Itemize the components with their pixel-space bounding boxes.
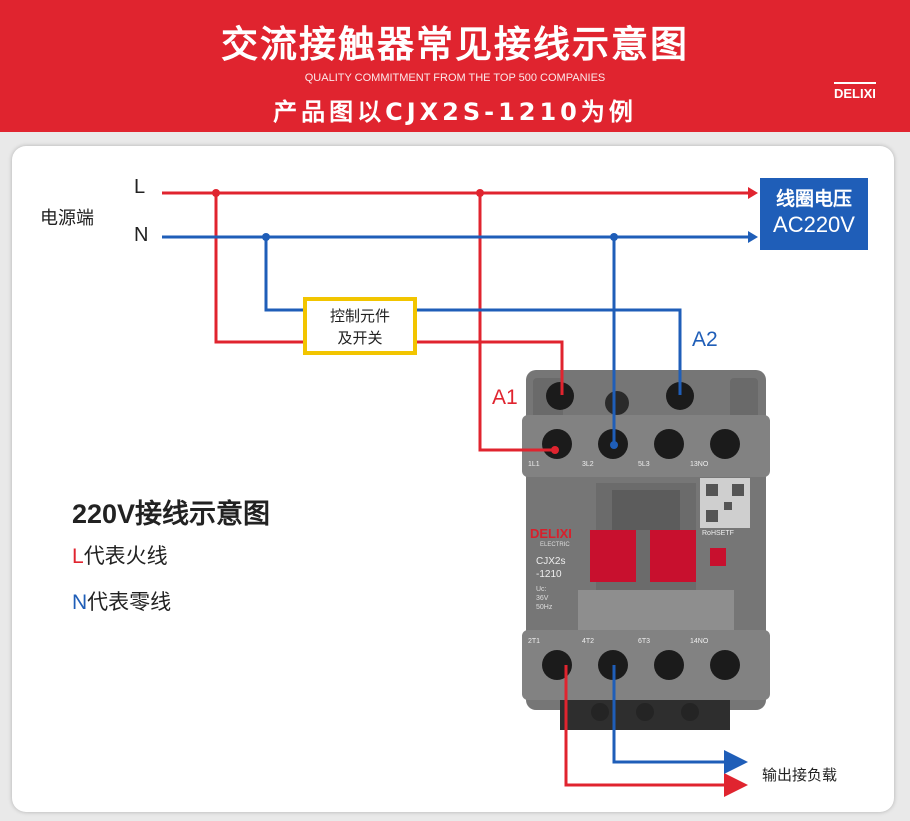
coil-voltage-value: AC220V xyxy=(773,212,855,237)
terminal-a1-label: A1 xyxy=(492,386,518,409)
line-l-label: L xyxy=(134,176,146,198)
terminal-a2-label: A2 xyxy=(692,328,718,351)
coil-voltage-box xyxy=(760,178,868,250)
terminal-label-1l1: 1L1 xyxy=(528,461,540,468)
contactor-rating-2: 36V xyxy=(536,595,549,602)
control-switch-line1: 控制元件 xyxy=(329,308,390,325)
contactor-model-2: -1210 xyxy=(536,569,562,580)
terminal-label-4t2: 4T2 xyxy=(582,638,595,645)
legend-n-text: 代表零线 xyxy=(87,591,172,614)
terminal-1l1 xyxy=(542,429,572,459)
page-subtitle: QUALITY COMMITMENT FROM THE TOP 500 COMP… xyxy=(304,72,606,84)
red-indicator-left xyxy=(590,530,636,582)
terminal-14no xyxy=(710,650,740,680)
contactor-rating-3: 50Hz xyxy=(536,604,553,611)
terminal-label-3l2: 3L2 xyxy=(582,461,594,468)
terminal-label-2t1: 2T1 xyxy=(528,638,541,645)
blue-wires xyxy=(162,235,748,774)
legend-l-text: 代表火线 xyxy=(83,545,168,568)
red-indicator-right xyxy=(650,530,696,582)
screw-a2 xyxy=(666,382,694,410)
terminal-label-5l3: 5L3 xyxy=(638,461,650,468)
terminal-label-14no: 14NO xyxy=(690,638,709,645)
source-label: 电源端 xyxy=(40,208,94,228)
terminal-label-6t3: 6T3 xyxy=(638,638,651,645)
screw-a1 xyxy=(546,382,574,410)
page-title: 交流接触器常见接线示意图 xyxy=(221,23,689,66)
control-switch-line2: 及开关 xyxy=(337,330,383,347)
contactor-model-1: CJX2s xyxy=(536,556,566,567)
legend-l-letter: L xyxy=(72,545,84,568)
red-wires xyxy=(162,191,748,797)
terminal-6t3 xyxy=(654,650,684,680)
contactor-body xyxy=(522,370,770,730)
contactor-rating-1: Uc: xyxy=(536,586,547,593)
legend-l-row: L代表火线 xyxy=(72,540,168,570)
legend-title: 220V接线示意图 xyxy=(72,499,271,529)
contactor-qr-text: RoHSETF xyxy=(702,530,734,537)
terminal-13no xyxy=(710,429,740,459)
contactor-brand: DELIXI xyxy=(530,526,572,541)
terminal-5l3 xyxy=(654,429,684,459)
contactor-brand-sub: ELECTRIC xyxy=(540,542,570,548)
output-load-label: 输出接负载 xyxy=(762,767,838,784)
header-banner: 交流接触器常见接线示意图 QUALITY COMMITMENT FROM THE… xyxy=(0,0,910,132)
legend-n-row: N代表零线 xyxy=(72,586,171,616)
line-n-label: N xyxy=(134,224,149,246)
terminal-label-13no: 13NO xyxy=(690,461,709,468)
control-switch-box xyxy=(303,297,417,355)
brand-logo: DELIXI xyxy=(834,82,876,101)
legend-n-letter: N xyxy=(72,591,88,614)
coil-voltage-title: 线圈电压 xyxy=(775,189,852,210)
example-caption: 产品图以CJX2S-1210为例 xyxy=(273,98,637,126)
